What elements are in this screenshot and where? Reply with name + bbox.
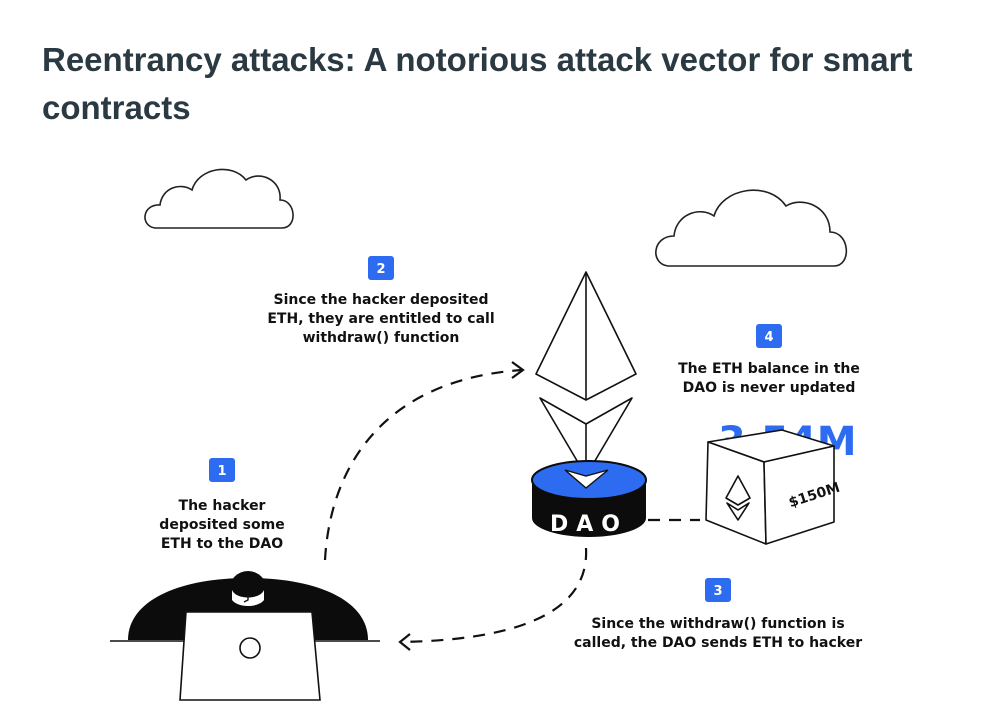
svg-text:withdraw() function: withdraw() function [303, 330, 460, 346]
svg-text:2: 2 [376, 262, 385, 277]
arrow-return-head [398, 633, 411, 651]
arrow-dao-to-hacker [401, 547, 588, 644]
svg-text:ETH, they are entitled to call: ETH, they are entitled to call [267, 311, 494, 327]
ethereum-logo-icon [535, 271, 637, 477]
arrow-deposit-to-dao [323, 368, 523, 561]
cloud-left-icon [144, 168, 294, 229]
svg-text:deposited some: deposited some [159, 517, 284, 533]
svg-text:Since the hacker deposited: Since the hacker deposited [274, 292, 489, 308]
step-badge-3: 3 [705, 578, 731, 602]
svg-text:4: 4 [764, 330, 773, 345]
svg-text:DAO is never updated: DAO is never updated [683, 380, 856, 396]
step-3-caption: Since the withdraw() function is called,… [574, 616, 862, 651]
svg-text:called, the DAO sends ETH to h: called, the DAO sends ETH to hacker [574, 635, 862, 651]
step-4-caption: The ETH balance in the DAO is never upda… [678, 361, 860, 396]
svg-text:The ETH balance in the: The ETH balance in the [678, 361, 860, 377]
hacker-illustration [110, 571, 380, 701]
svg-text:Since the withdraw() function: Since the withdraw() function is [591, 616, 844, 632]
laptop-icon [179, 611, 321, 701]
svg-text:1: 1 [217, 464, 226, 479]
laptop-logo [239, 637, 261, 659]
step-badge-2: 2 [368, 256, 394, 280]
svg-text:The hacker: The hacker [179, 498, 266, 514]
svg-text:3: 3 [713, 584, 722, 599]
dao-label: DAO [550, 512, 628, 537]
svg-text:ETH to the DAO: ETH to the DAO [161, 536, 283, 552]
eth-small-icon [725, 475, 751, 521]
arrow-deposit-head [511, 361, 525, 379]
step-badge-1: 1 [209, 458, 235, 482]
page-title: Reentrancy attacks: A notorious attack v… [42, 41, 913, 126]
step-2-caption: Since the hacker deposited ETH, they are… [267, 292, 494, 346]
cloud-right-icon [655, 189, 848, 267]
step-badge-4: 4 [756, 324, 782, 348]
dao-disc: DAO [531, 460, 647, 537]
balance-box: 3.54M $150M [705, 419, 857, 545]
step-1-caption: The hacker deposited some ETH to the DAO [159, 498, 284, 552]
